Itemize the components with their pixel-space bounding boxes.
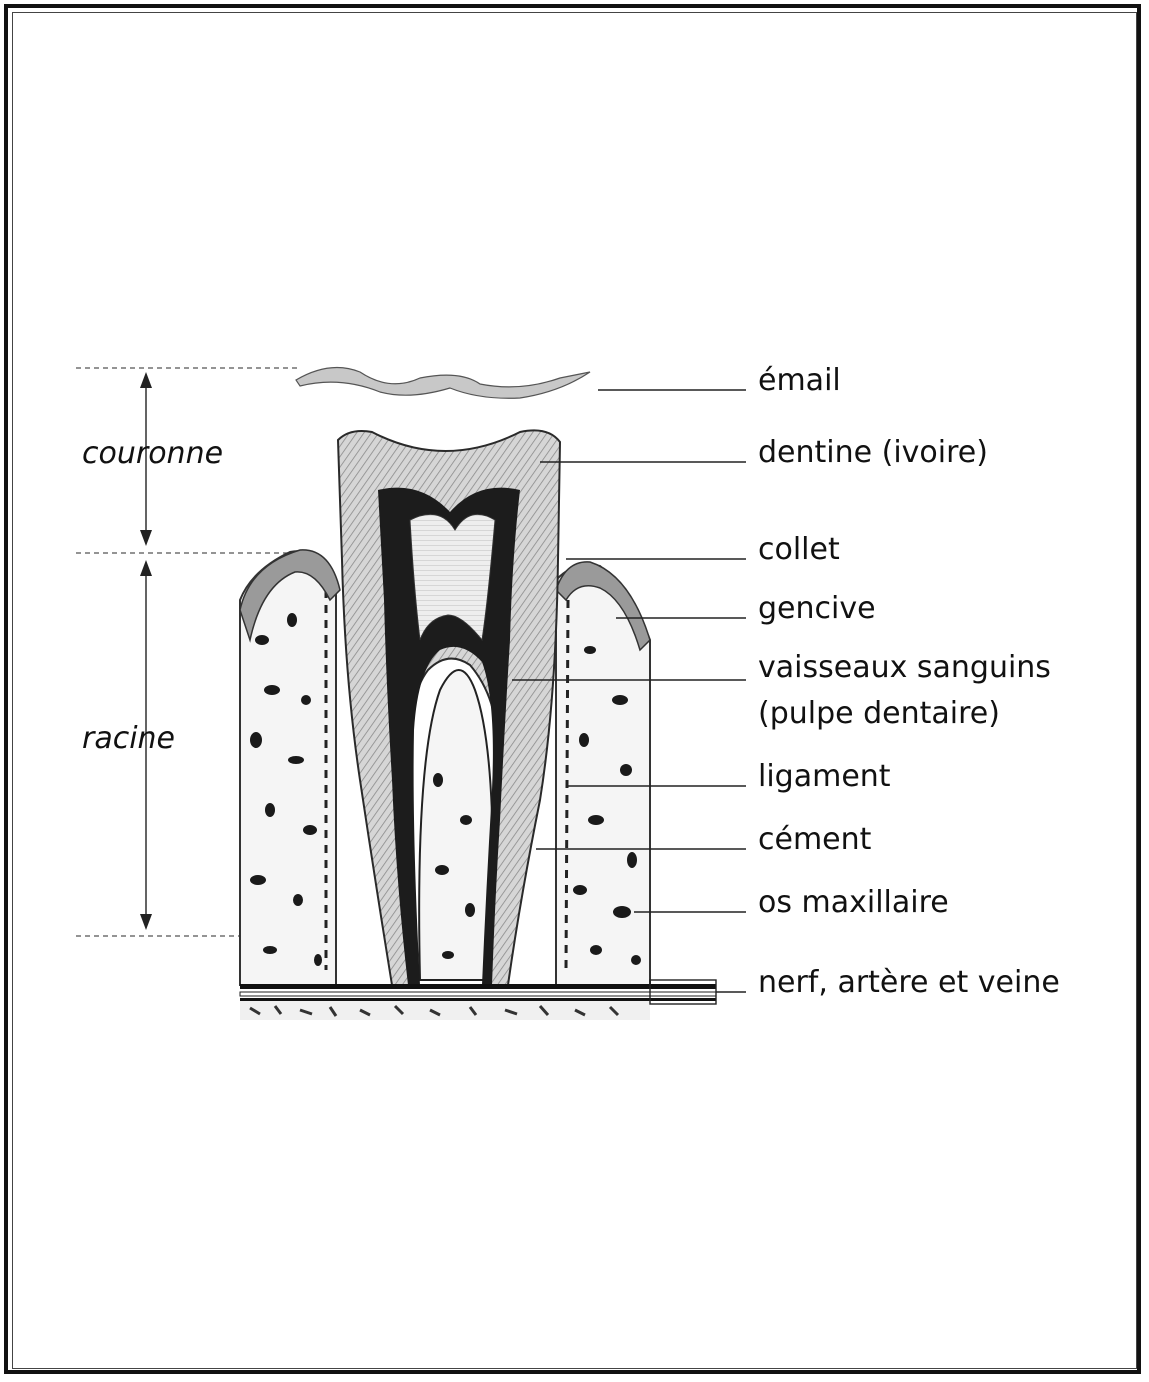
label-dentin: dentine (ivoire): [758, 435, 988, 470]
label-cementum: cément: [758, 822, 872, 857]
label-nerve: nerf, artère et veine: [758, 965, 1060, 1000]
zone-label-crown: couronne: [82, 436, 223, 471]
label-pulp: (pulpe dentaire): [758, 696, 1000, 731]
label-jawbone: os maxillaire: [758, 885, 949, 920]
interradicular-bone: [419, 670, 493, 980]
label-gum: gencive: [758, 591, 876, 626]
label-ligament: ligament: [758, 759, 891, 794]
label-enamel: émail: [758, 363, 841, 398]
enamel: [296, 368, 590, 399]
label-neck: collet: [758, 532, 840, 567]
zone-label-root: racine: [82, 721, 175, 756]
label-vessels: vaisseaux sanguins: [758, 650, 1051, 685]
